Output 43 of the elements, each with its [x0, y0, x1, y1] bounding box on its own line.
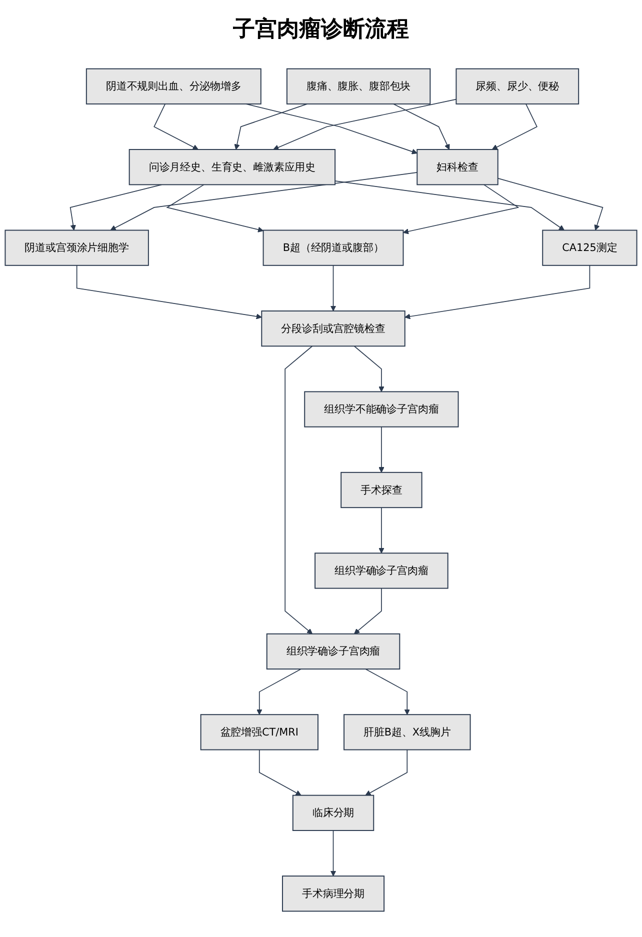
node-box: 组织学不能确诊子宫肉瘤 — [304, 391, 459, 428]
node-box: 阴道不规则出血、分泌物增多 — [86, 68, 262, 104]
node-box: 临床分期 — [292, 794, 374, 831]
arrow — [76, 264, 262, 320]
arrow — [393, 104, 450, 150]
node-box: 阴道或宫颈涂片细胞学 — [4, 230, 149, 266]
node-box: 妇科检查 — [416, 149, 498, 186]
arrow — [497, 178, 604, 230]
arrow — [354, 346, 384, 392]
node-box: 组织学确诊子宫肉瘤 — [266, 633, 400, 670]
arrow — [404, 264, 590, 320]
node-box: 组织学确诊子宫肉瘤 — [314, 552, 448, 589]
node-box: 手术病理分期 — [282, 876, 385, 912]
arrow — [330, 264, 336, 312]
arrow — [246, 104, 418, 154]
diagram-title: 子宫肉瘤诊断流程 — [232, 16, 410, 44]
node-box: 盆腔增强CT/MRI — [200, 714, 318, 750]
arrow — [70, 184, 162, 230]
arrow — [334, 180, 564, 230]
arrow — [284, 346, 313, 634]
arrow — [234, 104, 308, 150]
arrow — [273, 98, 457, 150]
arrow — [492, 104, 538, 150]
arrow — [258, 749, 302, 796]
arrow — [378, 426, 384, 473]
arrow — [110, 172, 418, 230]
node-box: B超（经阴道或腹部） — [262, 230, 404, 266]
node-box: 肝脏B超、X线胸片 — [344, 714, 471, 750]
node-box: 问诊月经史、生育史、雌激素应用史 — [128, 149, 336, 186]
arrow — [354, 588, 382, 634]
arrow — [166, 184, 264, 232]
arrow — [378, 507, 384, 554]
arrow — [365, 668, 410, 715]
node-box: 尿频、尿少、便秘 — [456, 68, 580, 104]
arrow — [154, 104, 198, 150]
node-box: 腹痛、腹胀、腹部包块 — [286, 68, 431, 104]
arrow — [256, 668, 302, 715]
arrow — [330, 830, 336, 876]
arrow — [365, 749, 408, 796]
node-box: 手术探查 — [340, 472, 422, 508]
arrow — [402, 184, 520, 234]
node-box: CA125测定 — [542, 230, 638, 266]
node-box: 分段诊刮或宫腔镜检查 — [261, 310, 406, 347]
